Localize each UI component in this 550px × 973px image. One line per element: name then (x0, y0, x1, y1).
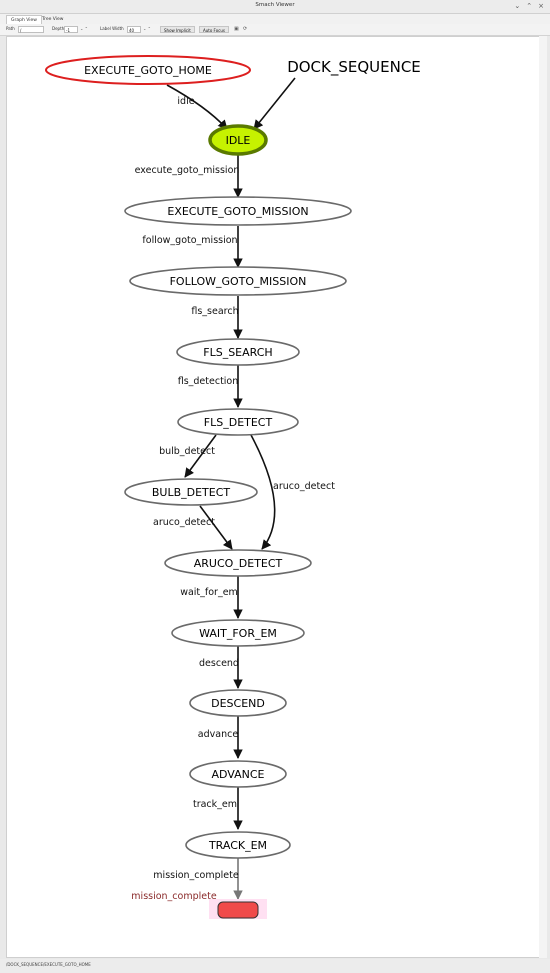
status-bar: /DOCK_SEQUENCE/EXECUTE_GOTO_HOME (0, 959, 550, 973)
window-controls: ⌄ ⌃ × (514, 1, 544, 11)
depth-stepper[interactable]: ⌄ ⌃ (80, 26, 88, 31)
outcome-label: mission_complete (131, 891, 217, 902)
window-titlebar: Smach Viewer ⌄ ⌃ × (0, 0, 550, 14)
state-bulb-detect[interactable]: BULB_DETECT (124, 478, 258, 506)
label-width-label: Label Width (100, 26, 124, 31)
edge-label: follow_goto_mission (142, 235, 237, 246)
refresh-icon[interactable]: ⟳ (243, 26, 248, 32)
tab-tree-view[interactable]: Tree View (42, 17, 64, 22)
state-label: ADVANCE (211, 768, 264, 781)
edge-dock-sequence-to-idle (253, 77, 296, 130)
state-label: FLS_DETECT (204, 416, 273, 429)
label-width-input[interactable]: 40 (127, 26, 141, 33)
edge-label: advance (198, 729, 239, 740)
edge-bulb-detect (184, 434, 217, 478)
edge-label: descend (199, 658, 239, 669)
window-title: Smach Viewer (255, 2, 295, 8)
state-execute-goto-home[interactable]: EXECUTE_GOTO_HOME (45, 55, 251, 85)
state-label: WAIT_FOR_EM (199, 627, 277, 640)
status-path: /DOCK_SEQUENCE/EXECUTE_GOTO_HOME (6, 962, 91, 967)
edge-label: mission_complete (153, 870, 239, 881)
edge-label: execute_goto_mission (135, 165, 240, 176)
minimize-button[interactable]: ⌄ (514, 2, 521, 10)
edge-label: bulb_detect (159, 446, 215, 457)
edge-idle (166, 84, 228, 130)
state-label: EXECUTE_GOTO_HOME (84, 64, 212, 77)
edge-bulb-to-aruco-detect (199, 505, 233, 550)
save-icon[interactable]: ▣ (234, 26, 239, 32)
auto-focus-button[interactable]: Auto Focus (199, 26, 229, 33)
state-fls-detect[interactable]: FLS_DETECT (177, 408, 299, 436)
state-execute-goto-mission[interactable]: EXECUTE_GOTO_MISSION (124, 196, 352, 226)
state-follow-goto-mission[interactable]: FOLLOW_GOTO_MISSION (129, 266, 347, 296)
path-label: Path (6, 26, 15, 31)
state-label: IDLE (226, 134, 251, 147)
tab-graph-view[interactable]: Graph View (6, 15, 42, 25)
edge-label: aruco_detect (153, 517, 215, 528)
edge-label: idle (177, 96, 194, 107)
close-button[interactable]: × (538, 2, 544, 10)
state-label: DESCEND (211, 697, 265, 710)
state-label: FLS_SEARCH (203, 346, 272, 359)
label-width-stepper[interactable]: ⌄ ⌃ (143, 26, 151, 31)
edge-fls-to-aruco-detect (250, 434, 276, 550)
depth-label: Depth (52, 26, 65, 31)
state-label: EXECUTE_GOTO_MISSION (167, 205, 308, 218)
graph-canvas[interactable]: idle execute_goto_mission follow_goto_mi… (6, 36, 540, 958)
state-descend[interactable]: DESCEND (189, 689, 287, 717)
edge-label: fls_search (191, 306, 238, 317)
state-fls-search[interactable]: FLS_SEARCH (176, 338, 300, 366)
path-select[interactable]: / (18, 26, 44, 33)
state-label: ARUCO_DETECT (194, 557, 283, 570)
state-label: BULB_DETECT (152, 486, 231, 499)
tab-bar: Graph View Tree View (0, 14, 550, 25)
toolbar: Path / Depth -1 ⌄ ⌃ Label Width 40 ⌄ ⌃ S… (0, 24, 550, 36)
edge-label: aruco_detect (273, 481, 335, 492)
depth-input[interactable]: -1 (64, 26, 78, 33)
state-label: FOLLOW_GOTO_MISSION (170, 275, 307, 288)
show-implicit-button[interactable]: Show Implicit (160, 26, 195, 33)
vertical-scrollbar[interactable] (539, 36, 547, 958)
edge-label: track_em (193, 799, 237, 810)
edge-label: wait_for_em (180, 587, 238, 598)
state-label: TRACK_EM (208, 839, 267, 852)
state-idle[interactable]: IDLE (208, 124, 268, 156)
state-track-em[interactable]: TRACK_EM (185, 831, 291, 859)
state-machine-graph: idle execute_goto_mission follow_goto_mi… (45, 55, 421, 919)
state-aruco-detect[interactable]: ARUCO_DETECT (164, 549, 312, 577)
container-label-dock-sequence[interactable]: DOCK_SEQUENCE (287, 58, 421, 77)
maximize-button[interactable]: ⌃ (526, 2, 533, 10)
state-wait-for-em[interactable]: WAIT_FOR_EM (171, 619, 305, 647)
outcome-mission-complete[interactable] (209, 899, 267, 919)
edge-label: fls_detection (178, 376, 239, 387)
state-advance[interactable]: ADVANCE (189, 760, 287, 788)
